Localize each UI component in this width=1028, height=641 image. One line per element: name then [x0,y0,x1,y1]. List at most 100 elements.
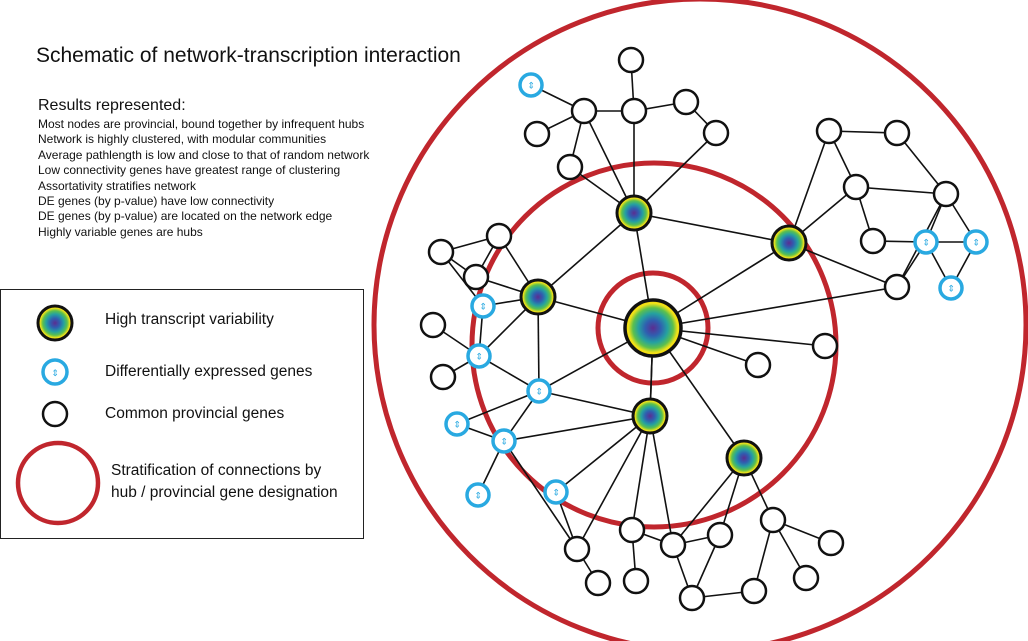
network-edge [855,186,947,195]
arrow-updown-icon: ⇕ [922,239,930,249]
de-gene-node [491,428,517,454]
network-edge [633,132,717,214]
provincial-gene-node [883,273,911,301]
de-gene-node [465,482,491,508]
results-list: Most nodes are provincial, bound togethe… [38,117,369,240]
provincial-gene-node [523,120,551,148]
provincial-gene-node [429,363,457,391]
provincial-gene-node [618,516,646,544]
de-gene-node [913,229,939,255]
legend-label-de-genes: Differentially expressed genes [105,363,313,380]
legend-box: ⇕ High transcript variability Differenti… [0,289,364,539]
provincial-gene-node [811,332,839,360]
legend-label-stratification-2: hub / provincial gene designation [111,484,338,501]
provincial-gene-node [792,564,820,592]
result-item: Low connectivity genes have greatest ran… [38,163,341,178]
de-gene-node [543,479,569,505]
page-title: Schematic of network-transcription inter… [36,44,461,67]
network-edge [672,457,745,546]
legend-icons: ⇕ [15,304,101,526]
hub-node [615,194,653,232]
result-item: Highly variable genes are hubs [38,224,203,239]
network-edge [788,130,830,244]
arrow-updown-icon: ⇕ [453,421,461,431]
provincial-gene-node [744,351,772,379]
hub-node [770,224,808,262]
result-item: DE genes (by p-value) have low connectiv… [38,194,275,209]
arrow-updown-icon: ⇕ [552,489,560,499]
variability-gradient-node-icon [36,304,74,342]
outer-ring [371,0,1028,641]
de-gene-node [963,229,989,255]
provincial-gene-node [427,238,455,266]
network-edge [788,242,898,288]
provincial-gene-node [485,222,513,250]
network-edge [555,415,651,493]
result-item: DE genes (by p-value) are located on the… [38,209,333,224]
provincial-gene-node [883,119,911,147]
hub-node [623,298,683,358]
network-edge [503,440,578,550]
results-heading: Results represented: [38,97,186,114]
provincial-gene-node [740,577,768,605]
network-edge [649,415,674,546]
network-edge [633,212,790,244]
network-edge [537,212,635,298]
provincial-gene-node [584,569,612,597]
provincial-gene-node [462,263,490,291]
arrow-updown-icon: ⇕ [972,239,980,249]
de-gene-node [466,343,492,369]
arrow-updown-icon: ⇕ [474,492,482,502]
provincial-gene-node [617,46,645,74]
de-gene-node [938,275,964,301]
result-item: Assortativity stratifies network [38,178,197,193]
de-gene-node [518,72,544,98]
provincial-gene-node [759,506,787,534]
de-gene-node [526,378,552,404]
result-item: Average pathlength is low and close to t… [38,147,370,162]
arrow-updown-icon: ⇕ [51,369,59,379]
arrow-updown-icon: ⇕ [475,353,483,363]
arrow-updown-icon: ⇕ [947,285,955,295]
arrow-updown-icon: ⇕ [535,388,543,398]
hub-node [631,397,669,435]
stratification-ring-icon [15,440,101,526]
provincial-gene-node [932,180,960,208]
provincial-gene-node [702,119,730,147]
de-gene-node [444,411,470,437]
provincial-gene-node [706,521,734,549]
provincial-gene-node [659,531,687,559]
provincial-gene-node [815,117,843,145]
provincial-gene-node [817,529,845,557]
de-gene-node-icon [41,358,69,386]
network-nodes: ⇕ ⇕ ⇕ ⇕ ⇕ ⇕ ⇕ ⇕ ⇕ ⇕ ⇕ [419,46,989,612]
arrow-updown-icon: ⇕ [527,82,535,92]
hub-node [519,278,557,316]
de-gene-node [470,293,496,319]
provincial-gene-node [842,173,870,201]
provincial-gene-node [620,97,648,125]
result-item: Most nodes are provincial, bound togethe… [38,117,365,131]
provincial-gene-node [556,153,584,181]
provincial-gene-node [672,88,700,116]
arrow-updown-icon: ⇕ [500,438,508,448]
legend-label-provincial: Common provincial genes [105,405,285,422]
provincial-gene-node [570,97,598,125]
network-edge [456,390,540,425]
inner-ring [595,270,711,386]
hub-node [725,439,763,477]
network-edge [538,390,651,417]
network-edge [652,286,898,329]
network-edge [576,415,651,550]
legend-label-variability: High transcript variability [105,311,274,328]
network-edge [503,415,651,442]
provincial-gene-node [678,584,706,612]
provincial-gene-node [419,311,447,339]
result-item: Network is highly clustered, with modula… [38,132,327,147]
provincial-gene-node-icon [41,400,69,428]
network-edge [583,110,635,214]
arrow-updown-icon: ⇕ [479,303,487,313]
provincial-gene-node [622,567,650,595]
provincial-gene-node [859,227,887,255]
